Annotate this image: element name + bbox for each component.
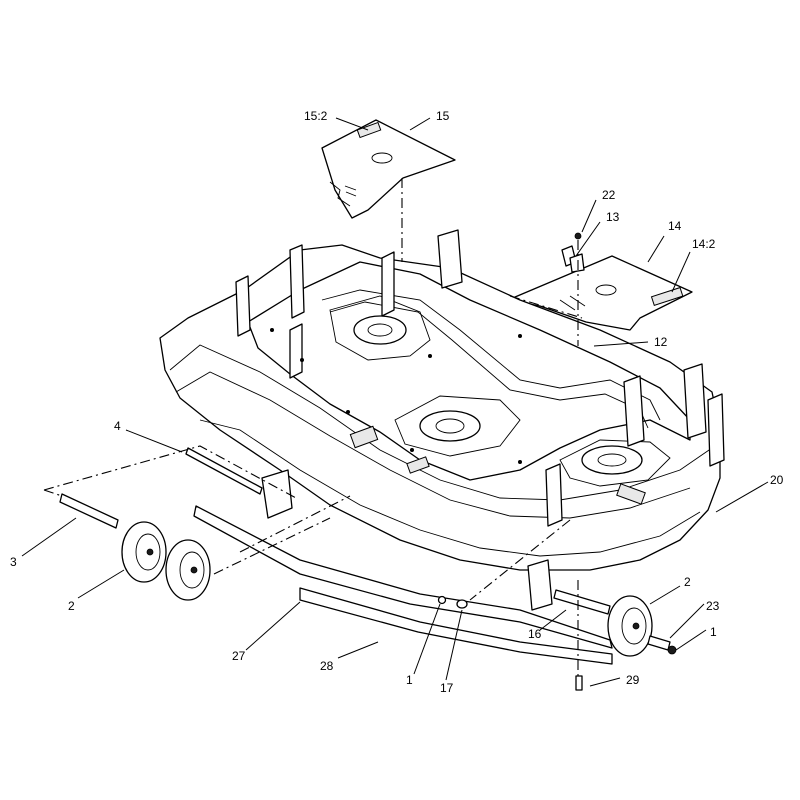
callout-27: 27 [232, 649, 246, 663]
callout-28: 28 [320, 659, 334, 673]
assembly-lines [43, 178, 583, 676]
screw-29 [575, 675, 583, 691]
mower-deck-shell [159, 229, 725, 571]
callout-3: 3 [10, 555, 17, 569]
callout-17: 17 [440, 681, 454, 695]
baffle-strip-27 [193, 505, 613, 649]
wheel-left-front [165, 539, 211, 601]
callout-16: 16 [528, 627, 542, 641]
callout-22: 22 [602, 188, 616, 202]
callout-12: 12 [654, 335, 668, 349]
axle-bolt-3 [59, 493, 119, 529]
baffle-strip-28 [299, 587, 613, 665]
callout-13: 13 [606, 210, 620, 224]
callout-2-left: 2 [68, 599, 75, 613]
nut-1-bottom [437, 595, 447, 605]
callout-14-2: 14:2 [692, 237, 716, 251]
wheel-left-rear [121, 521, 167, 583]
callout-15-2: 15:2 [304, 109, 328, 123]
callout-23: 23 [706, 599, 720, 613]
wheel-bracket-16 [527, 559, 611, 615]
callout-15: 15 [436, 109, 450, 123]
spacer-23 [647, 635, 671, 651]
wheel-right [607, 595, 653, 657]
axle-rod-4 [185, 447, 293, 519]
washer-17 [456, 599, 468, 609]
fastener-stack-right [561, 232, 585, 349]
callout-14: 14 [668, 219, 682, 233]
deck-cover-15 [321, 119, 456, 219]
callout-29: 29 [626, 673, 640, 687]
callout-4: 4 [114, 419, 121, 433]
nut-1-right [667, 645, 677, 655]
callout-1-right: 1 [710, 625, 717, 639]
callout-20: 20 [770, 473, 784, 487]
leader-lines [21, 117, 769, 687]
callout-2-right: 2 [684, 575, 691, 589]
callout-1-bottom: 1 [406, 673, 413, 687]
callout-labels: 15:2 15 22 13 14 14:2 12 4 20 3 2 27 28 … [10, 109, 784, 695]
